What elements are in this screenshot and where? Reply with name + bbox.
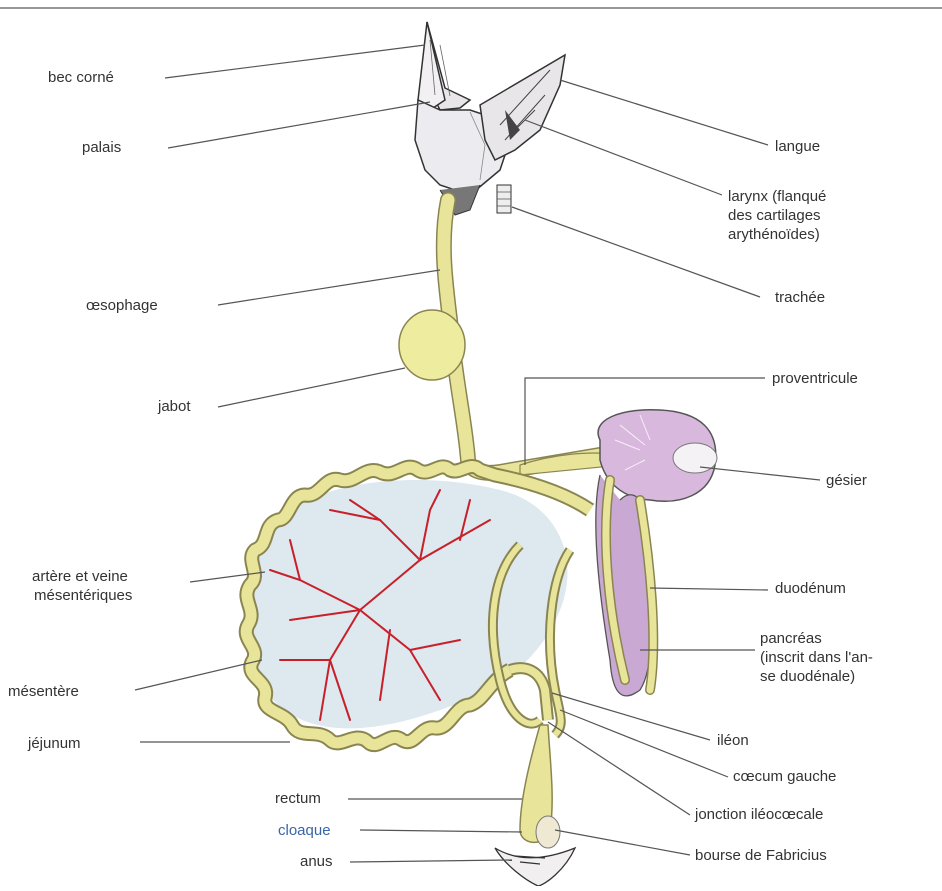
label-gesier: gésier (826, 472, 867, 489)
label-duodenum: duodénum (775, 580, 846, 597)
label-bec-corne: bec corné (48, 69, 114, 86)
label-palais: palais (82, 139, 121, 156)
label-bourse-fabricius: bourse de Fabricius (695, 847, 827, 864)
label-proventricule: proventricule (772, 370, 858, 387)
label-pancreas-line2: (inscrit dans l'an- (760, 649, 873, 666)
label-mesentere: mésentère (8, 683, 79, 700)
label-cloaque: cloaque (278, 822, 331, 839)
anus-drawing (495, 848, 575, 886)
label-artere-veine-line2: mésentériques (34, 587, 132, 604)
mesentery-drawing (245, 480, 567, 728)
gizzard-drawing (598, 410, 717, 501)
crop-drawing (399, 310, 465, 380)
label-larynx-line2: des cartilages (728, 207, 821, 224)
bursa-fabricius-drawing (536, 816, 560, 848)
label-rectum: rectum (275, 790, 321, 807)
label-pancreas-line1: pancréas (760, 630, 822, 647)
label-jabot: jabot (158, 398, 191, 415)
label-anus: anus (300, 853, 333, 870)
label-ileon: iléon (717, 732, 749, 749)
label-trachee: trachée (775, 289, 825, 306)
label-caecum-gauche: cœcum gauche (733, 768, 836, 785)
tongue-larynx-drawing (480, 55, 565, 213)
label-langue: langue (775, 138, 820, 155)
oesophagus-drawing (444, 200, 600, 473)
label-jonction-ileocaecale: jonction iléocœcale (695, 806, 823, 823)
label-artere-veine-line1: artère et veine (32, 568, 128, 585)
label-larynx-line3: arythénoïdes) (728, 226, 820, 243)
label-larynx-line1: larynx (flanqué (728, 188, 826, 205)
label-jejunum: jéjunum (28, 735, 81, 752)
label-oesophage: œsophage (86, 297, 158, 314)
label-pancreas-line3: se duodénale) (760, 668, 855, 685)
